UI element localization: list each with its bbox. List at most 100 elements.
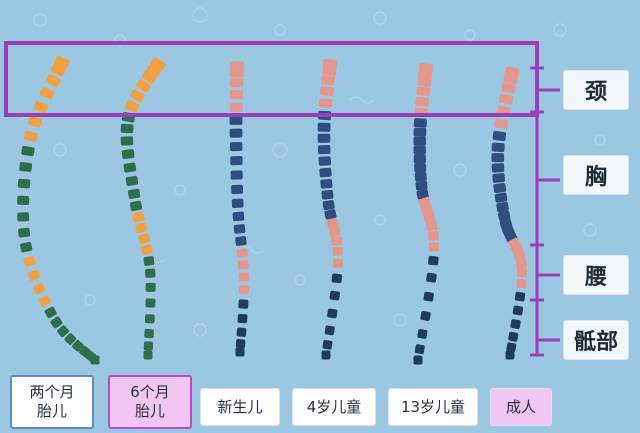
- vertebra: [28, 115, 43, 128]
- vertebra: [331, 273, 343, 284]
- vertebra: [233, 224, 246, 234]
- vertebra: [229, 102, 243, 112]
- region-label-waist: 腰: [563, 255, 629, 295]
- vertebra: [90, 355, 100, 365]
- vertebra: [236, 327, 247, 337]
- vertebra: [136, 79, 151, 93]
- vertebra: [236, 248, 248, 258]
- vertebra: [44, 306, 57, 319]
- vertebra: [420, 204, 434, 216]
- vertebra: [494, 118, 509, 130]
- vertebra: [232, 211, 245, 222]
- vertebra: [492, 173, 506, 183]
- vertebra: [317, 133, 331, 143]
- vertebra: [135, 222, 148, 234]
- vertebra: [324, 325, 335, 336]
- vertebra: [21, 145, 35, 157]
- vertebra: [417, 76, 432, 87]
- vertebra: [420, 310, 431, 321]
- vertebra: [317, 122, 331, 132]
- vertebra: [416, 189, 429, 200]
- vertebra: [510, 319, 521, 330]
- vertebra: [423, 291, 434, 302]
- vertebra: [427, 230, 439, 241]
- vertebra: [415, 96, 430, 107]
- vertebra: [150, 57, 166, 71]
- vertebra: [23, 256, 36, 267]
- vertebra: [120, 123, 134, 134]
- vertebra: [230, 156, 243, 166]
- vertebra: [318, 98, 333, 109]
- vertebra: [18, 227, 31, 238]
- vertebra: [413, 127, 427, 137]
- stage-label-newborn: 新生儿: [200, 388, 280, 426]
- vertebra: [416, 86, 431, 97]
- spine-newborn: [229, 61, 250, 357]
- vertebra: [230, 170, 243, 180]
- vertebra: [235, 347, 245, 357]
- region-label-chest: 胸: [563, 155, 629, 195]
- vertebra: [413, 154, 426, 164]
- vertebra: [324, 209, 337, 220]
- region-label-sacral: 骶部: [563, 320, 629, 360]
- vertebra: [414, 344, 425, 355]
- vertebra: [332, 246, 344, 256]
- vertebra: [505, 350, 515, 360]
- vertebra: [516, 278, 527, 289]
- vertebra: [506, 342, 517, 353]
- vertebra: [39, 86, 55, 100]
- vertebra: [321, 189, 334, 200]
- vertebra: [513, 250, 526, 262]
- vertebra: [491, 163, 505, 173]
- spine-six-month-fetus: [120, 57, 166, 360]
- vertebra: [231, 184, 244, 195]
- vertebra: [317, 144, 331, 155]
- vertebra: [237, 313, 248, 324]
- spine-two-month-fetus: [17, 55, 100, 365]
- region-bracket: [530, 66, 560, 357]
- vertebra: [50, 316, 63, 329]
- vertebra: [322, 199, 335, 211]
- spine-four-year-child: [317, 59, 344, 360]
- stage-label-4-year-child: 4岁儿童: [292, 388, 376, 426]
- vertebra: [508, 331, 519, 342]
- vertebra: [229, 68, 244, 78]
- vertebra: [141, 244, 153, 255]
- vertebra: [514, 291, 526, 302]
- vertebra: [491, 142, 505, 153]
- vertebra: [17, 178, 31, 189]
- vertebra: [229, 115, 243, 125]
- vertebra: [138, 233, 151, 244]
- vertebra: [491, 153, 505, 163]
- stage-label-adult: 成人: [490, 388, 552, 426]
- vertebra: [501, 82, 516, 94]
- vertebra: [329, 290, 341, 301]
- vertebra: [123, 162, 137, 173]
- vertebra: [144, 328, 154, 339]
- vertebra: [130, 89, 145, 103]
- vertebra: [229, 61, 245, 71]
- vertebra: [229, 141, 243, 152]
- vertebra: [413, 355, 423, 365]
- vertebra: [125, 100, 140, 113]
- stage-label-6-month-fetus: 6个月 胎儿: [108, 375, 192, 429]
- region-label-neck: 颈: [563, 70, 629, 110]
- vertebra: [414, 163, 427, 173]
- vertebra: [144, 314, 155, 324]
- vertebra: [330, 235, 343, 246]
- vertebra: [417, 329, 428, 339]
- vertebra: [23, 131, 38, 142]
- vertebra: [121, 149, 135, 160]
- vertebra: [27, 269, 41, 281]
- vertebra: [17, 195, 30, 205]
- vertebra: [319, 167, 332, 178]
- vertebra: [413, 145, 426, 155]
- vertebra: [33, 282, 46, 295]
- stage-label-13-year-child: 13岁儿童: [388, 388, 478, 426]
- vertebra: [20, 242, 33, 253]
- vertebra: [413, 136, 427, 146]
- vertebra: [327, 308, 338, 319]
- vertebra: [145, 298, 156, 308]
- vertebra: [231, 198, 244, 209]
